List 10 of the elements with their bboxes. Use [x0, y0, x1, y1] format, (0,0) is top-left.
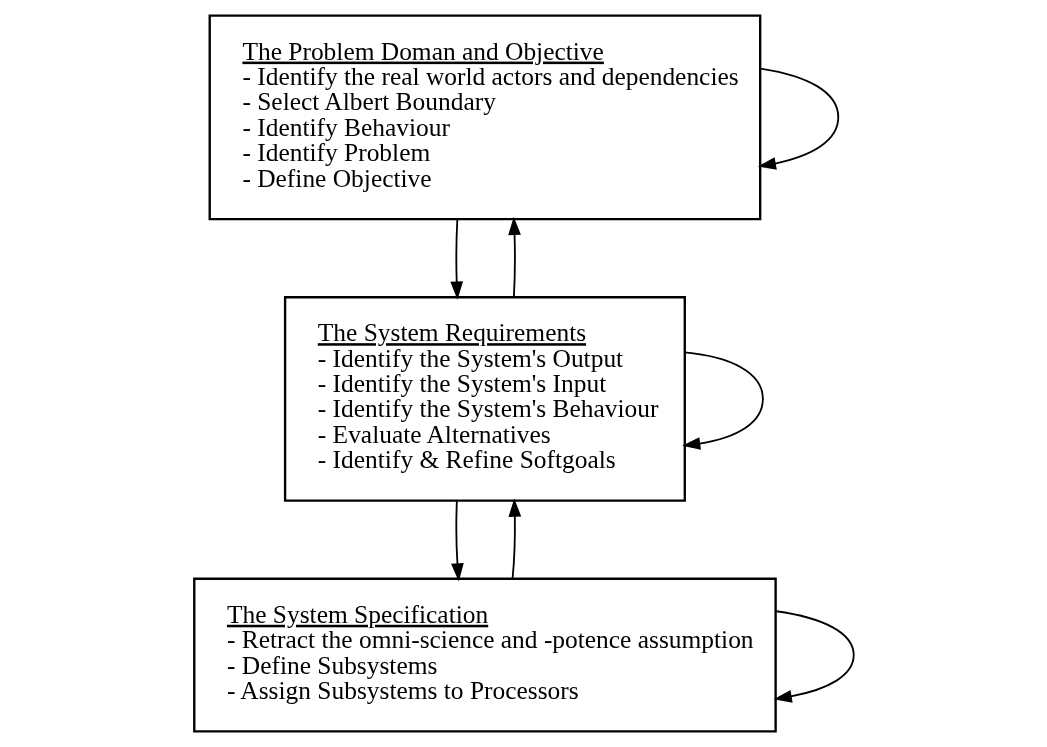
arrow	[507, 216, 521, 298]
arrow	[681, 351, 764, 450]
node-box: The System Specification - Retract the omni-science and -potence assumption - Define Subsystems - Assign Subsystems to Processors	[192, 577, 777, 733]
arrow	[773, 610, 855, 703]
node-box: The System Requirements - Identify the System's Output - Identify the System's Input - Identify the System's Behaviour - Evaluate Alternatives - Identify & Refine Softgoals	[283, 296, 686, 502]
arrow	[757, 67, 839, 170]
arrow	[449, 218, 463, 300]
node-box: The Problem Doman and Objective - Identify the real world actors and dependencies - Select Albert Boundary - Identify Behaviour - Identify Problem - Define Objective	[208, 14, 761, 221]
arrow	[507, 498, 521, 580]
arrow	[450, 500, 464, 582]
